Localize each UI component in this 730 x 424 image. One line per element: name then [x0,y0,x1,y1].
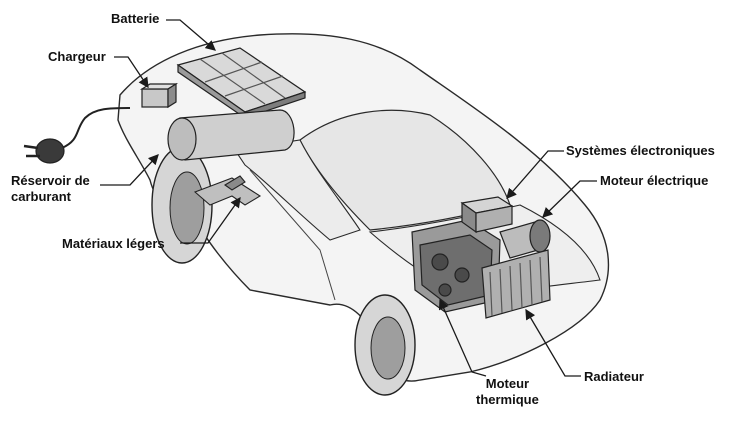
radiator [481,249,551,319]
label-radiator: Radiateur [584,369,644,384]
label-electric-motor: Moteur électrique [600,173,709,188]
label-fuel-tank-line1: Réservoir de [11,173,90,188]
label-engine-line1: Moteur [485,376,530,391]
charging-cable [61,107,131,149]
rear-wheel [151,146,213,264]
plug-icon [23,138,65,164]
front-wheel [354,294,416,396]
leader-lines [100,19,597,377]
electric-motor [499,219,551,259]
leader-fuel-tank [100,154,159,186]
label-electronics: Systèmes électroniques [566,143,715,158]
leader-electric-motor [542,180,597,218]
door-line [249,169,336,301]
leader-engine [438,298,487,377]
label-charger: Chargeur [48,49,106,64]
electronics-unit [460,196,514,234]
side-window [234,139,361,241]
leader-radiator [525,308,581,377]
engine-block [411,219,501,313]
label-light-materials: Matériaux légers [62,236,165,251]
label-fuel-tank: Réservoir de carburant [11,173,90,205]
label-engine: Moteur thermique [476,376,539,408]
label-battery: Batterie [111,11,160,26]
leader-electronics [506,150,564,199]
light-material-part [193,175,262,206]
fuel-tank [167,109,295,161]
leader-charger [114,56,149,89]
charger-box [139,82,179,109]
leader-light-materials [180,196,241,244]
leader-battery [166,19,216,51]
label-engine-line2: thermique [476,392,539,407]
label-fuel-tank-line2: carburant [11,189,71,204]
